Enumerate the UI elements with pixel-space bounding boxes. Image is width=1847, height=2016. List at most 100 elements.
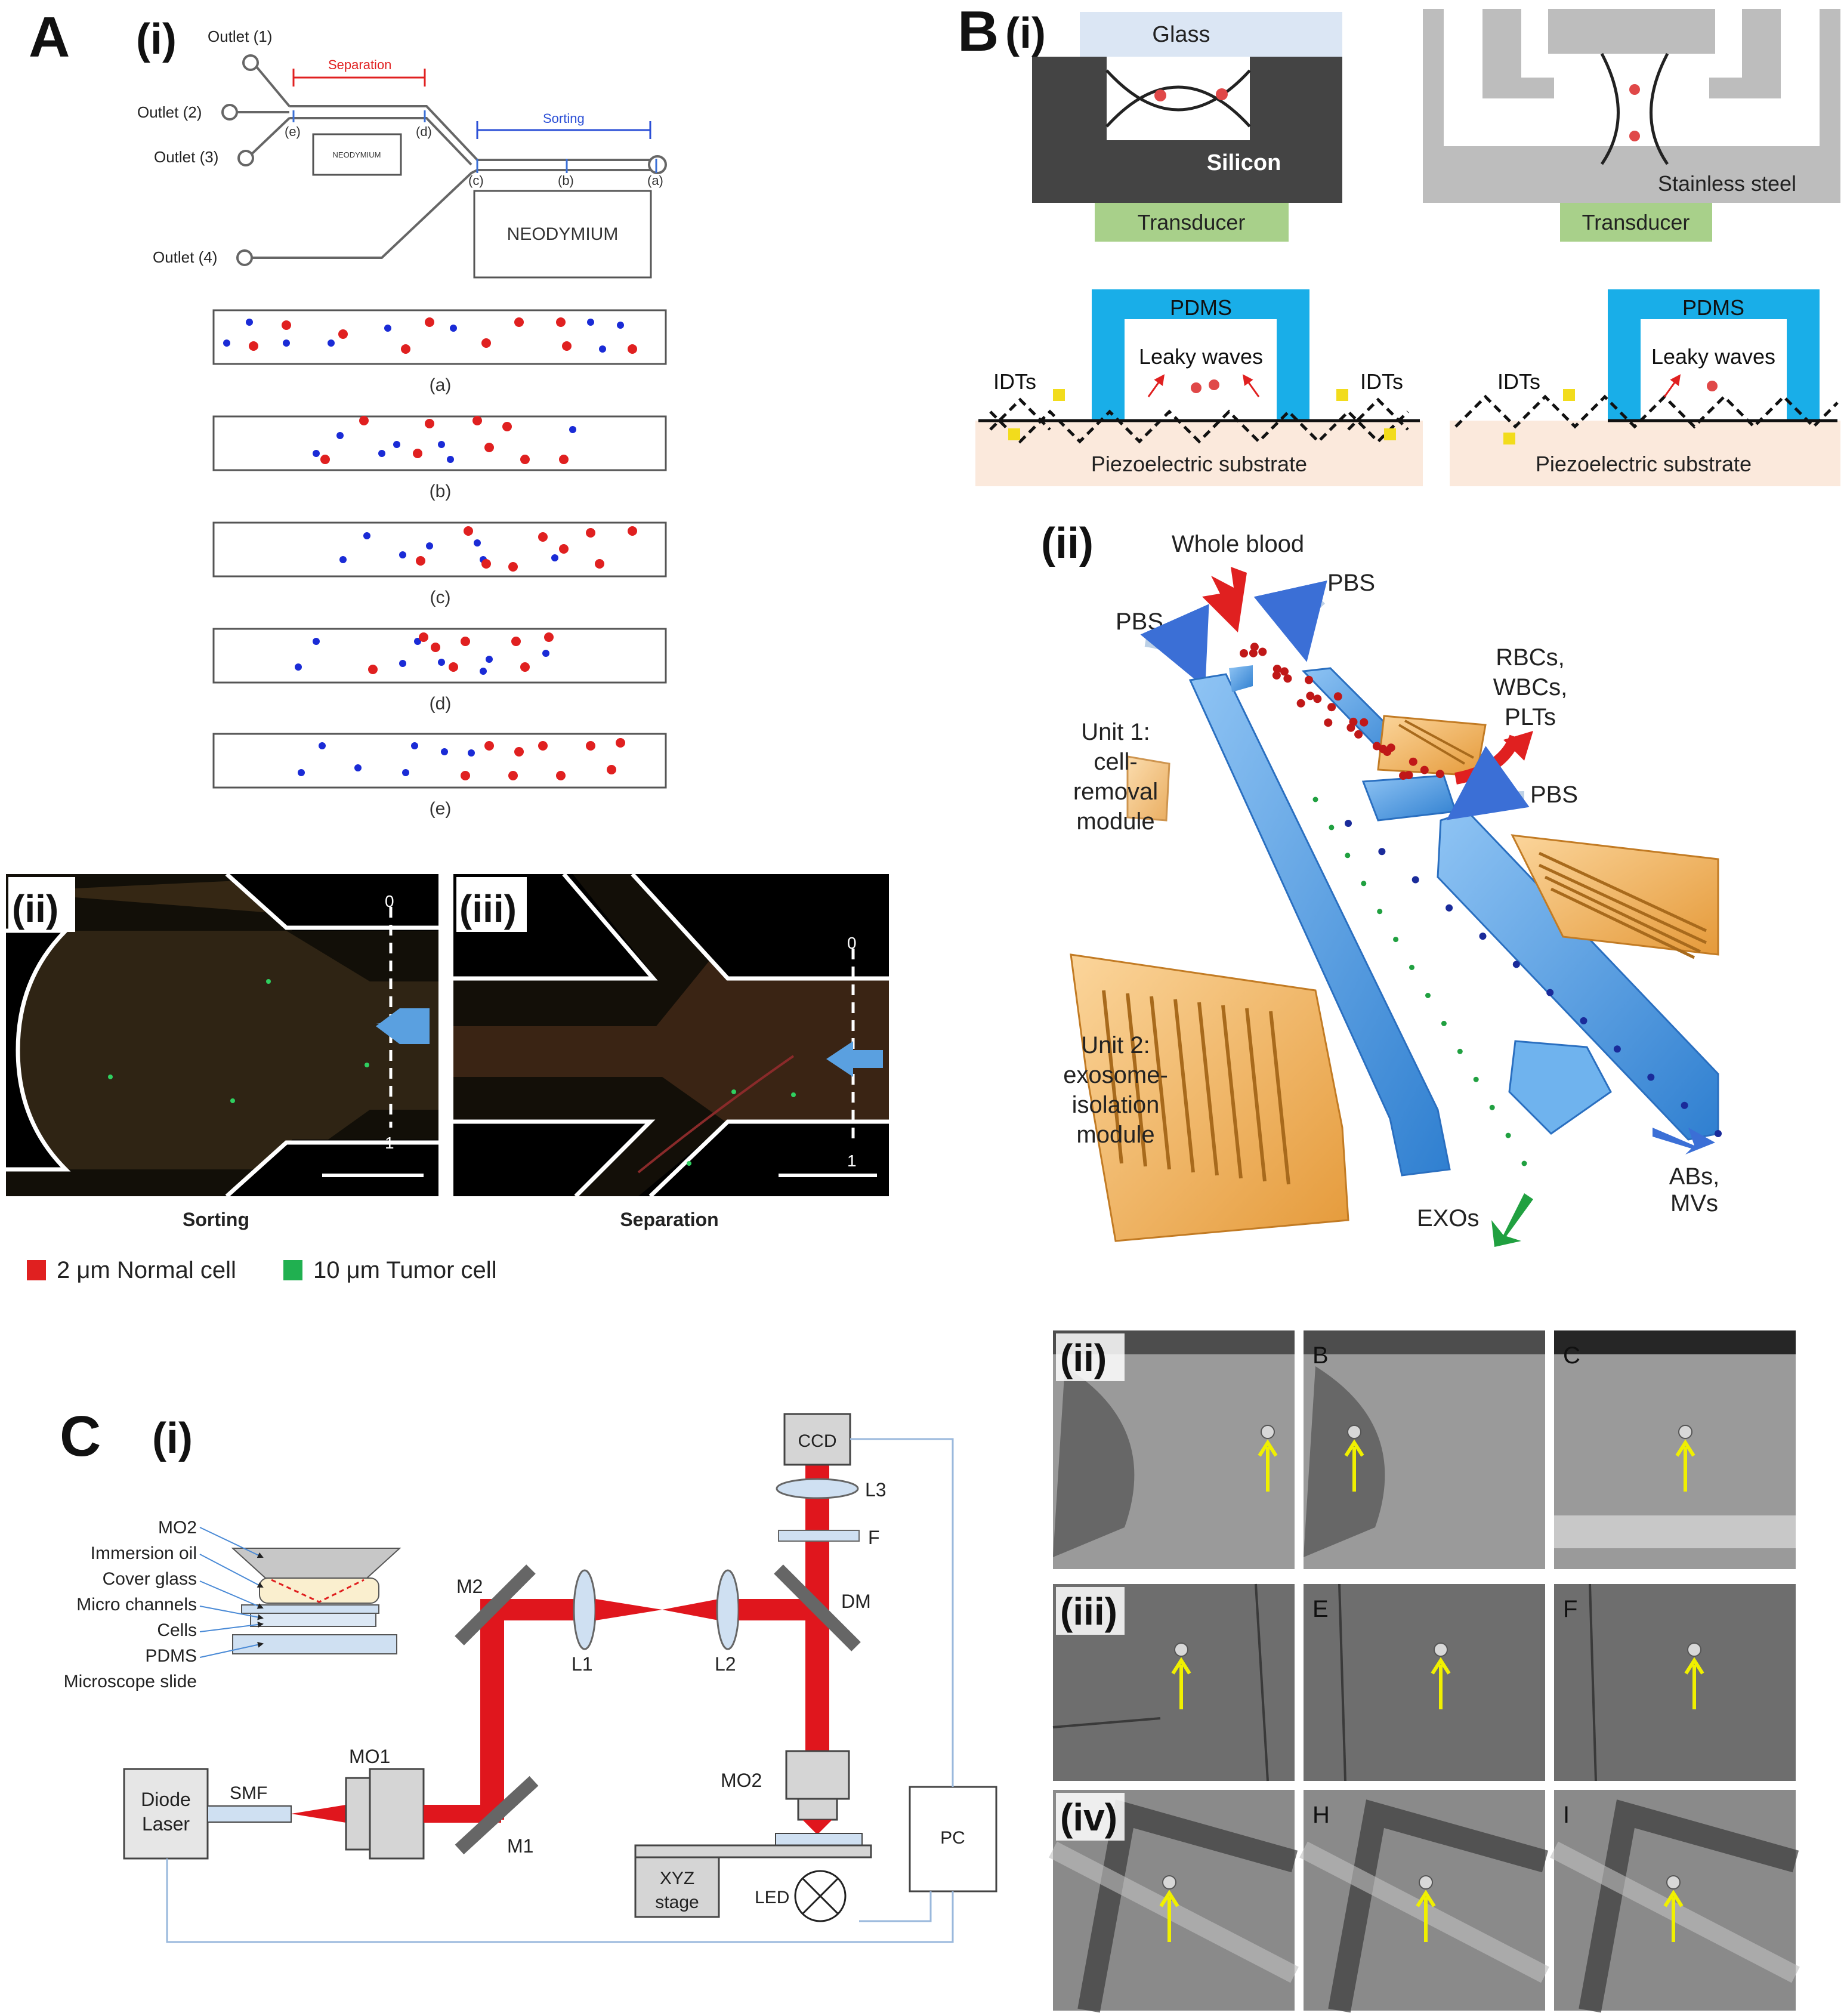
panel-b-letter: B bbox=[958, 0, 999, 63]
blue-particle bbox=[414, 638, 421, 645]
vesicle-particle bbox=[1446, 904, 1453, 912]
mo1-label: MO1 bbox=[349, 1746, 390, 1767]
red-particle bbox=[481, 559, 491, 569]
red-particle bbox=[511, 637, 521, 646]
transducer-2-label: Transducer bbox=[1582, 210, 1690, 234]
xyz-stage bbox=[634, 1856, 720, 1918]
mo2-objective bbox=[785, 1750, 850, 1800]
exosome-particle bbox=[1505, 1132, 1511, 1138]
strip-label: (a) bbox=[430, 375, 452, 395]
row-label: (iii) bbox=[1060, 1590, 1117, 1633]
blood-cell bbox=[1349, 717, 1358, 726]
exosome-particle bbox=[1409, 965, 1414, 970]
l2-label: L2 bbox=[715, 1653, 736, 1675]
red-particle bbox=[616, 738, 625, 748]
blue-particle bbox=[378, 450, 385, 457]
blue-particle bbox=[474, 539, 481, 547]
cell-particle bbox=[1687, 1643, 1701, 1657]
blue-particle bbox=[295, 663, 302, 671]
blood-cell bbox=[1306, 691, 1315, 700]
blue-particle bbox=[551, 554, 558, 561]
whole-blood-arrow-icon bbox=[1202, 567, 1247, 632]
blue-particle bbox=[447, 456, 454, 463]
rbcs-label-2: WBCs, bbox=[1493, 674, 1567, 700]
exosome-particle bbox=[1312, 796, 1318, 802]
blood-cell bbox=[1272, 671, 1281, 680]
pc-label: PC bbox=[940, 1828, 965, 1848]
piezo-1-label: Piezoelectric substrate bbox=[1091, 452, 1307, 476]
vesicle-particle bbox=[1411, 876, 1419, 884]
blue-particle bbox=[313, 638, 320, 645]
abs-label-2: MVs bbox=[1670, 1190, 1718, 1217]
separation-axis-bottom: 1 bbox=[847, 1151, 857, 1170]
blue-particle bbox=[450, 325, 457, 332]
lens-l1 bbox=[573, 1569, 597, 1650]
stainless-resonator: Stainless steel Transducer bbox=[1423, 9, 1840, 242]
vesicle-particle bbox=[1546, 989, 1554, 996]
blue-particle bbox=[339, 556, 347, 563]
stack-cells-label: Cells bbox=[157, 1620, 197, 1640]
point-b: (b) bbox=[558, 173, 574, 188]
panel-b-i-label: (i) bbox=[1005, 10, 1046, 57]
red-particle bbox=[419, 632, 428, 642]
blood-cell bbox=[1360, 718, 1369, 727]
strip-label: (d) bbox=[430, 694, 452, 714]
exosome-particle bbox=[1441, 1020, 1447, 1026]
ccd-camera bbox=[783, 1413, 851, 1466]
neodymium-small-label: NEODYMIUM bbox=[333, 150, 381, 159]
red-particle bbox=[559, 455, 569, 464]
unit1-label-3: removal bbox=[1073, 779, 1158, 805]
red-particle bbox=[586, 528, 595, 538]
lens-l2 bbox=[716, 1569, 740, 1650]
acoustofluidic-device-illustration: (ii) Whole blood PBS PBS bbox=[1041, 520, 1722, 1247]
separation-axis-top: 0 bbox=[847, 934, 857, 952]
particle-strip: (b) bbox=[212, 415, 667, 501]
red-particle bbox=[628, 344, 637, 354]
vesicle-particle bbox=[1613, 1045, 1621, 1053]
blood-cell bbox=[1296, 699, 1305, 708]
cell-particle bbox=[1419, 1875, 1433, 1890]
blue-particle bbox=[298, 769, 305, 776]
stage-label-1: XYZ bbox=[660, 1869, 694, 1888]
blue-particle bbox=[399, 660, 406, 667]
red-particle bbox=[249, 341, 258, 351]
cell-particle bbox=[1174, 1643, 1188, 1657]
measurement-points: (e) (d) (c) (b) (a) bbox=[285, 124, 663, 188]
legend-tumor-cell: 10 μm Tumor cell bbox=[313, 1257, 497, 1283]
saw-device-1: PDMS Leaky waves IDTs IDTs Piezoelectric… bbox=[975, 289, 1423, 486]
stainless-label: Stainless steel bbox=[1658, 171, 1796, 196]
optical-setup: Diode Laser SMF MO1 M1 M2 L1 L2 DM bbox=[123, 1413, 997, 1943]
exos-arrow-icon bbox=[1491, 1193, 1533, 1247]
blue-particle bbox=[480, 668, 487, 675]
red-particle bbox=[508, 562, 518, 572]
red-particle bbox=[484, 741, 494, 751]
strip-label: (c) bbox=[430, 588, 451, 607]
red-particle bbox=[431, 643, 440, 652]
point-c: (c) bbox=[468, 173, 484, 188]
exosome-particle bbox=[1377, 909, 1383, 915]
tile-letter: H bbox=[1312, 1802, 1330, 1828]
micrograph-tile: B bbox=[1304, 1330, 1545, 1569]
particle-strip: (e) bbox=[212, 733, 667, 819]
red-particle bbox=[416, 556, 425, 566]
unit1-label-4: module bbox=[1076, 808, 1154, 835]
filter-f bbox=[778, 1530, 860, 1542]
stack-cover-label: Cover glass bbox=[103, 1569, 197, 1589]
smf-label: SMF bbox=[230, 1783, 267, 1803]
vesicle-particle bbox=[1345, 820, 1352, 827]
neodymium-magnet-large bbox=[473, 190, 652, 279]
red-particle bbox=[586, 741, 595, 751]
blue-particle bbox=[438, 659, 445, 666]
blue-particle bbox=[354, 764, 362, 771]
ccd-label: CCD bbox=[798, 1431, 837, 1451]
micrograph-tile: (ii) bbox=[1053, 1330, 1295, 1569]
tile-letter: B bbox=[1312, 1342, 1329, 1369]
neodymium-magnet-small bbox=[312, 133, 402, 176]
red-particle bbox=[401, 344, 410, 354]
micrograph-tile: H bbox=[1299, 1790, 1549, 2013]
silicon-resonator: Glass Silicon Transducer bbox=[1032, 12, 1342, 242]
particle-strips: (a) (b) (c) (d) (e) bbox=[212, 309, 667, 819]
mo2-label: MO2 bbox=[721, 1770, 762, 1791]
smf-fiber bbox=[207, 1805, 292, 1823]
particle-strip: (c) bbox=[212, 521, 667, 607]
